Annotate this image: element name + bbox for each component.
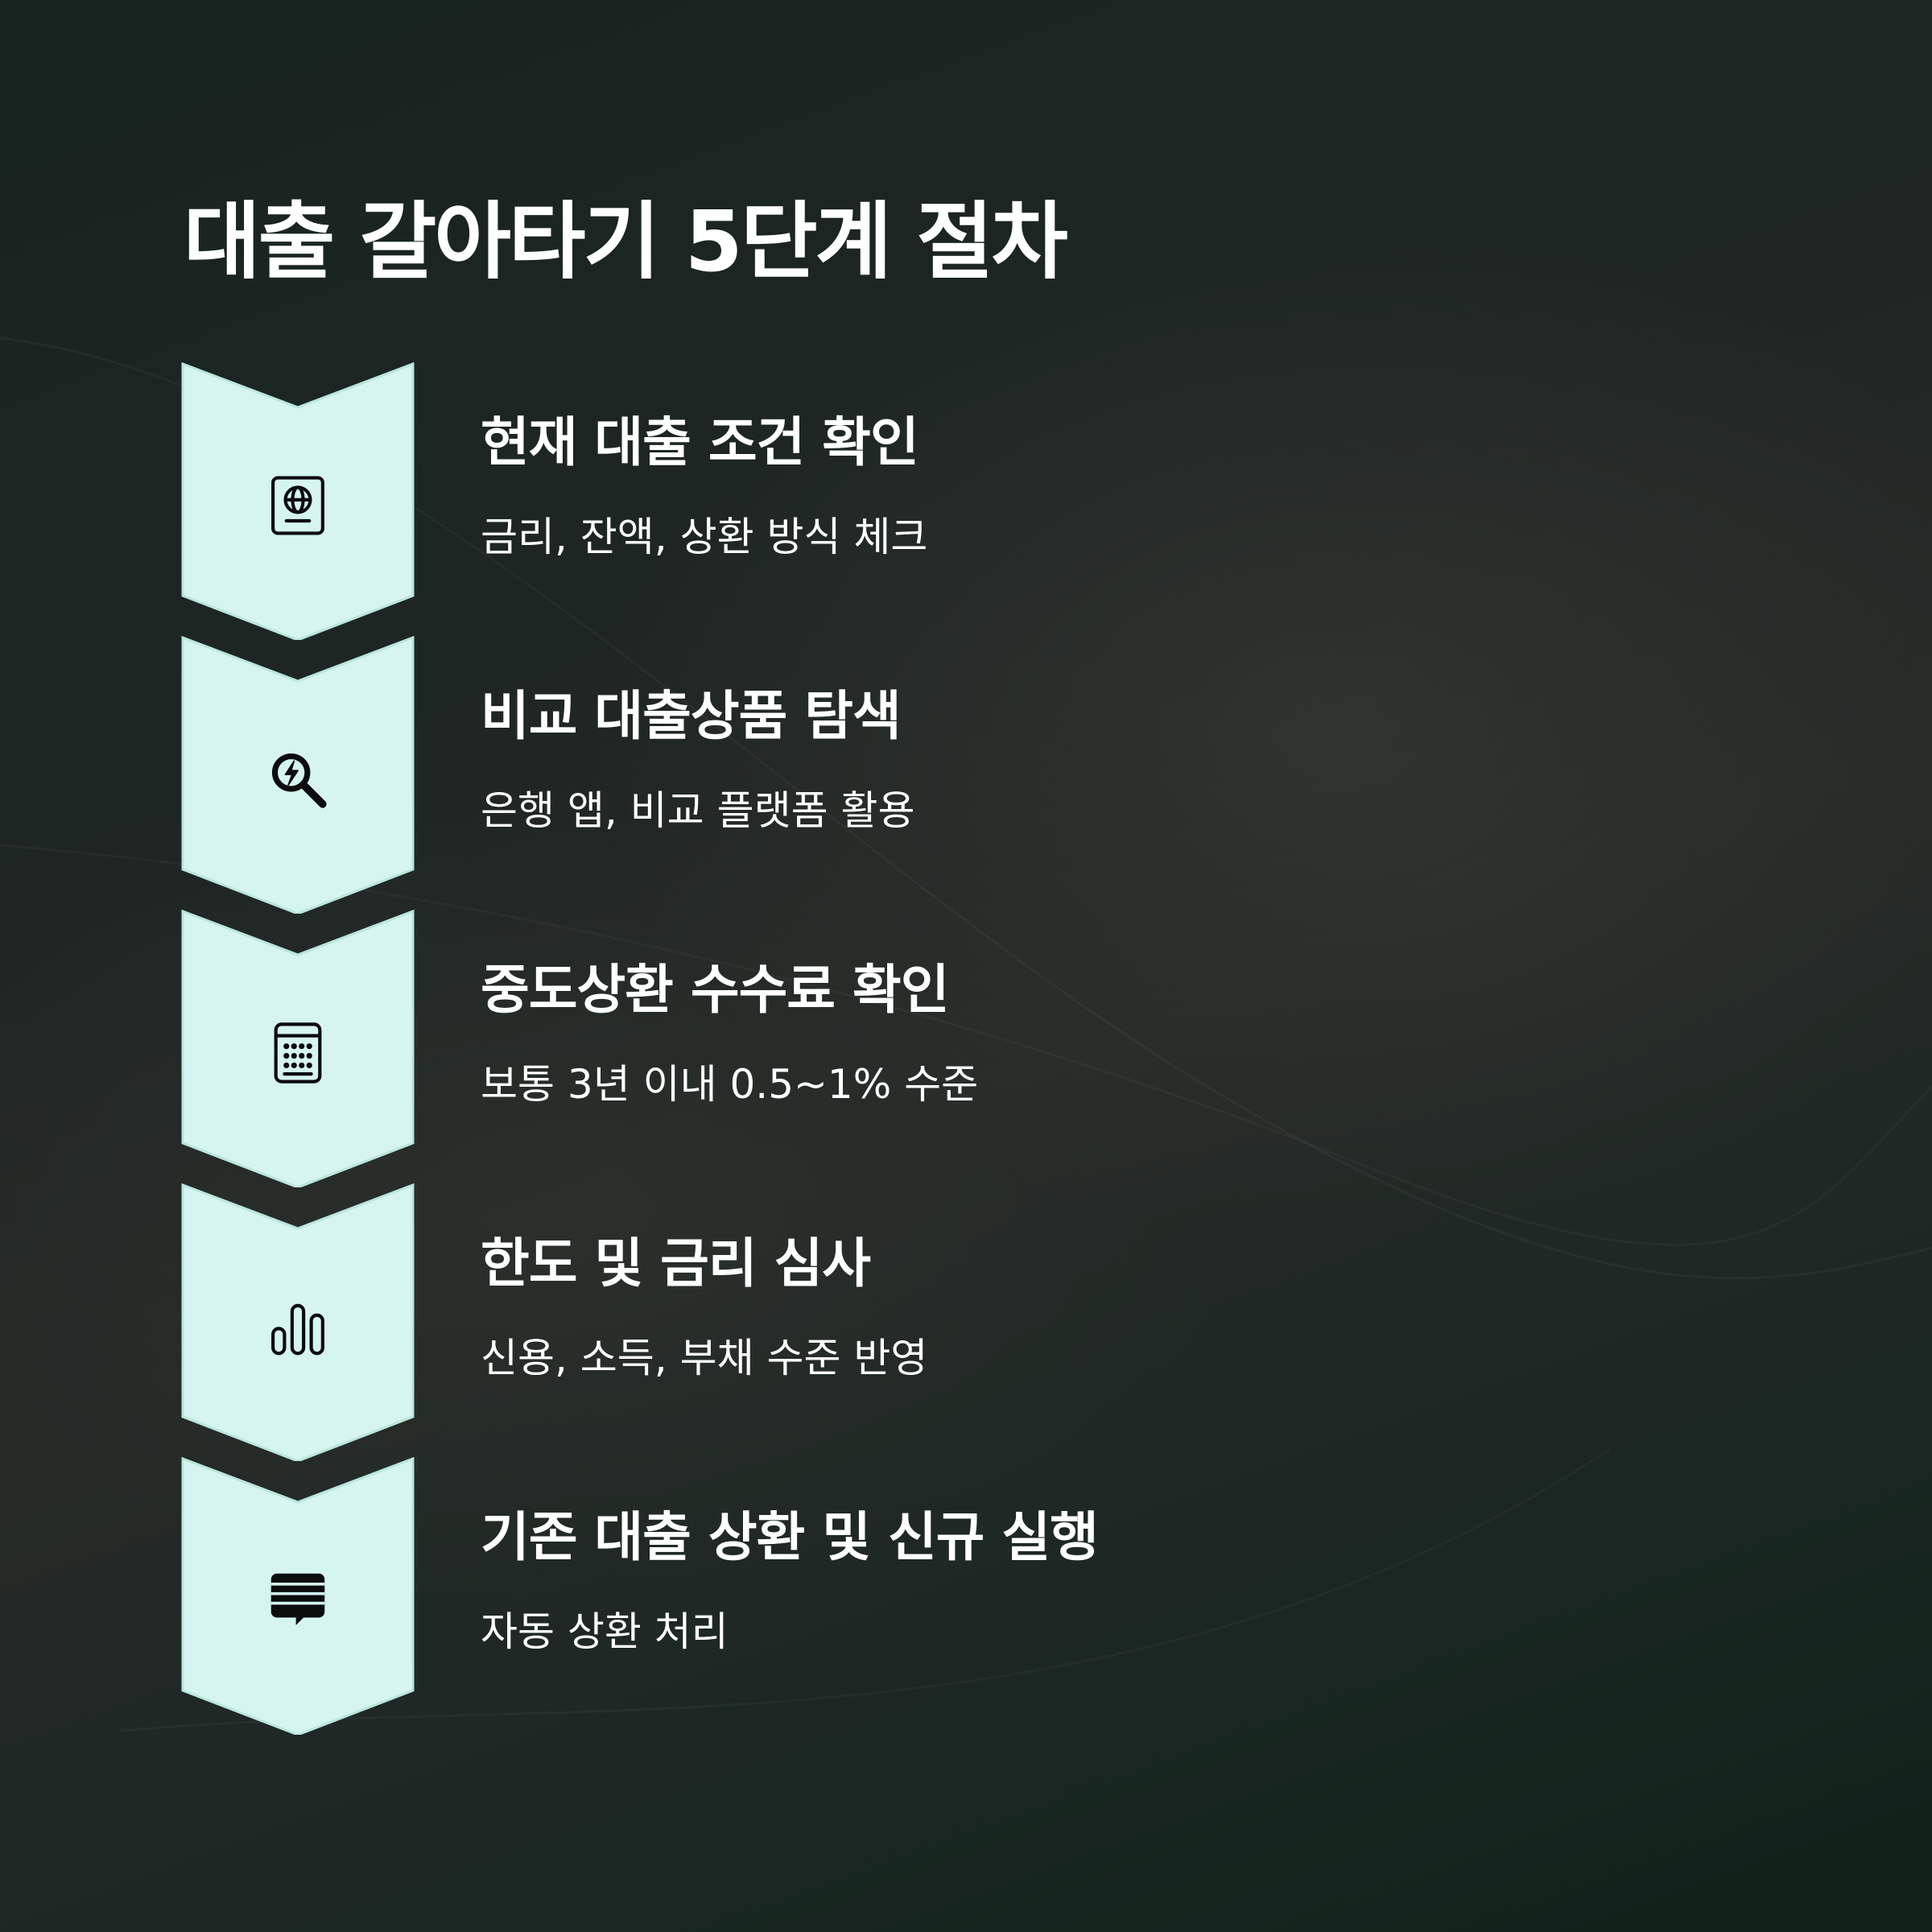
- message-lines-icon: [270, 1573, 325, 1625]
- step-2: 비교 대출상품 탐색 은행 앱, 비교 플랫폼 활용: [181, 636, 1711, 914]
- step-description: 자동 상환 처리: [481, 1608, 729, 1655]
- search-bolt-icon: [271, 753, 327, 808]
- passport-icon: [271, 476, 324, 535]
- step-3: 중도상환 수수료 확인 보통 3년 이내 0.5~1% 수준: [181, 910, 1711, 1187]
- chevron-shape: [181, 362, 415, 640]
- step-description: 보통 3년 이내 0.5~1% 수준: [481, 1061, 979, 1108]
- step-5: 기존 대출 상환 및 신규 실행 자동 상환 처리: [181, 1457, 1711, 1735]
- step-4: 한도 및 금리 심사 신용, 소득, 부채 수준 반영: [181, 1183, 1711, 1461]
- chevron-shape: [181, 1183, 415, 1461]
- chevron-shape: [181, 636, 415, 914]
- page-title: 대출 갈아타기 5단계 절차: [184, 192, 1068, 291]
- step-title: 기존 대출 상환 및 신규 실행: [481, 1506, 1099, 1568]
- chevron-shape: [181, 910, 415, 1187]
- step-description: 신용, 소득, 부채 수준 반영: [481, 1335, 928, 1381]
- step-title: 한도 및 금리 심사: [481, 1232, 871, 1294]
- bar-chart-icon: [271, 1303, 324, 1356]
- step-title: 중도상환 수수료 확인: [481, 959, 949, 1021]
- step-title: 현재 대출 조건 확인: [481, 411, 919, 473]
- step-1: 현재 대출 조건 확인 금리, 잔액, 상환 방식 체크: [181, 362, 1711, 640]
- calculator-icon: [274, 1022, 322, 1084]
- step-description: 은행 앱, 비교 플랫폼 활용: [481, 787, 915, 834]
- step-description: 금리, 잔액, 상환 방식 체크: [481, 514, 928, 560]
- step-title: 비교 대출상품 탐색: [481, 685, 902, 747]
